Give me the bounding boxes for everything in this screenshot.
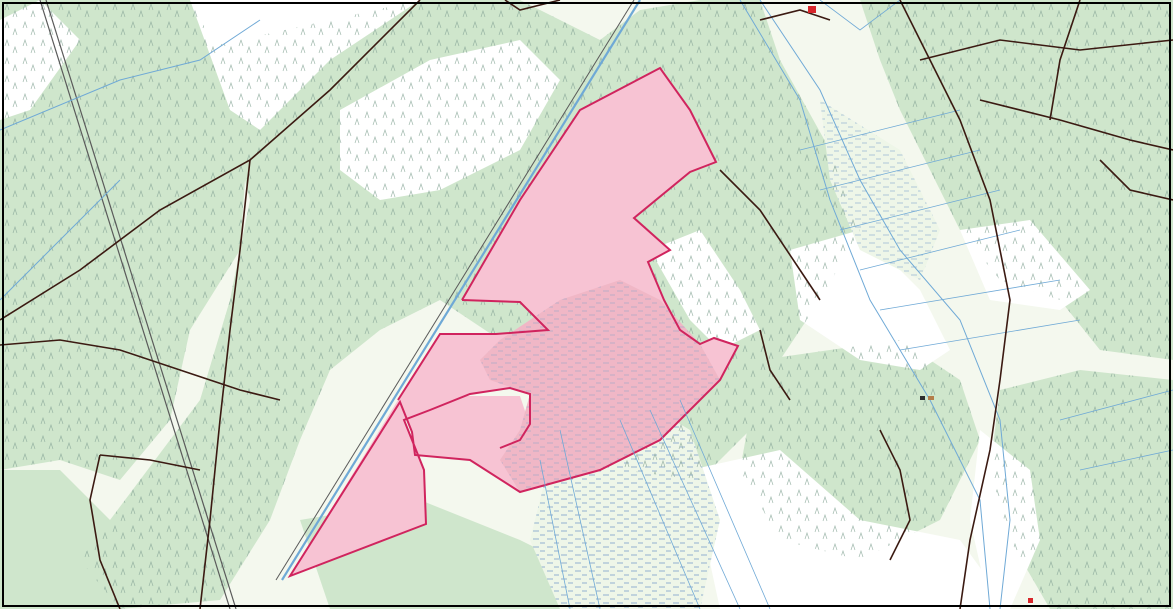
main-road	[275, 0, 641, 581]
building-icon	[808, 6, 1033, 603]
highlighted-parcel[interactable]	[287, 66, 740, 579]
railway-line	[39, 0, 237, 609]
